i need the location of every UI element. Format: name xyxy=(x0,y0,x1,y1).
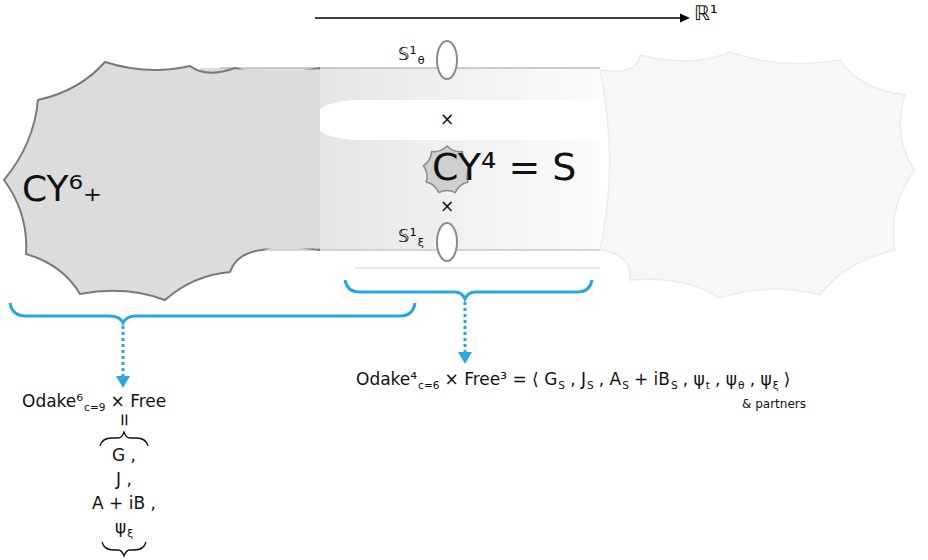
subscript: S xyxy=(558,379,565,391)
algebra-label: , ψ xyxy=(715,369,737,389)
product-sign-row: × xyxy=(440,110,454,130)
product-sign-row: × xyxy=(440,197,454,217)
tube-edge xyxy=(355,267,600,269)
manifold-label-row: CY⁴ = S xyxy=(432,146,576,190)
generator: ψ xyxy=(115,517,126,537)
circle-label-row: 𝕊¹θ xyxy=(398,44,424,68)
generator-row: A + iB , xyxy=(92,494,156,514)
axis-label: ℝ¹ xyxy=(694,1,718,25)
equal-sign: = xyxy=(115,413,135,427)
subscript: S xyxy=(671,379,678,391)
bracket xyxy=(345,280,592,299)
subscript: t xyxy=(706,379,710,391)
hat-brace xyxy=(100,432,148,446)
subscript: ξ xyxy=(418,236,424,249)
tube-edge xyxy=(250,249,600,251)
algebra-label: Odake⁶ xyxy=(22,391,83,411)
algebra-label: × Free³ = ⟨ G xyxy=(445,369,558,389)
algebra-label: Odake⁴ xyxy=(356,369,417,389)
under-brace xyxy=(102,542,146,556)
generator: A + iB , xyxy=(92,493,156,513)
subscript: S xyxy=(587,379,594,391)
generator-row: ψξ xyxy=(115,518,133,539)
circle-label: 𝕊¹ xyxy=(398,43,417,64)
algebra-label: ⟩ xyxy=(784,369,791,389)
subscript: c=9 xyxy=(84,401,105,413)
subscript: S xyxy=(622,379,629,391)
arrowhead xyxy=(458,352,472,364)
axis-line xyxy=(315,17,682,19)
bracket xyxy=(10,303,415,323)
algebra-label: , ψ xyxy=(683,369,705,389)
algebra-label: , A xyxy=(599,369,621,389)
faded-blob xyxy=(600,52,915,298)
circle-label: 𝕊¹ xyxy=(398,225,417,246)
generator-row: J , xyxy=(116,470,132,490)
algebra-label-row: Odake⁴c=6× Free³ = ⟨ GS, JS, AS+ iBS, ψt… xyxy=(356,370,790,391)
circle-label-row: 𝕊¹ξ xyxy=(398,226,424,250)
note-row: & partners xyxy=(742,398,806,412)
generator: J , xyxy=(116,469,132,489)
dotted-arrow xyxy=(464,302,467,354)
algebra-label: × Free xyxy=(111,391,167,411)
manifold-label: CY⁴ = S xyxy=(432,145,576,189)
tube-edge xyxy=(220,67,600,69)
algebra-label: , J xyxy=(570,369,586,389)
arrowhead xyxy=(116,376,130,388)
dotted-arrow xyxy=(122,326,125,378)
axis-label-row: ℝ¹ xyxy=(694,2,718,25)
circle-fiber xyxy=(437,41,457,79)
manifold-blob: CY⁶₊ xyxy=(0,50,320,312)
algebra-label: + iB xyxy=(634,369,670,389)
subscript: c=6 xyxy=(418,379,439,391)
tube-inner-band xyxy=(310,100,600,140)
tube xyxy=(200,68,600,250)
subscript: ξ xyxy=(127,527,133,539)
circle-fiber xyxy=(437,223,457,261)
product-sign: × xyxy=(440,196,454,216)
subscript: ξ xyxy=(773,379,779,391)
equal-sign-row: = xyxy=(114,413,134,427)
algebra-label-row: Odake⁶c=9 × Free xyxy=(22,392,166,413)
manifold-label: CY⁶₊ xyxy=(22,168,102,209)
subscript: θ xyxy=(418,54,425,67)
algebra-label: , ψ xyxy=(750,369,772,389)
blob-shape xyxy=(4,62,320,300)
generator: G , xyxy=(112,445,136,465)
axis-arrowhead xyxy=(680,14,690,23)
subscript: θ xyxy=(738,379,744,391)
product-sign: × xyxy=(440,109,454,129)
generator-row: G , xyxy=(112,446,136,466)
note: & partners xyxy=(742,397,806,411)
blob-tube-join xyxy=(236,70,320,249)
